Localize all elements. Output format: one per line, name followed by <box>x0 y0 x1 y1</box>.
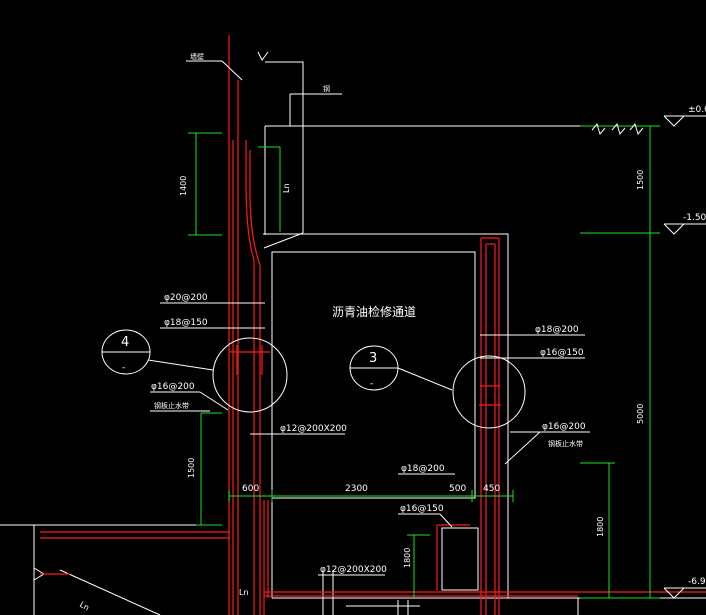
dim-2300: 2300 <box>345 484 368 494</box>
ln-bottom-left-label: Ln <box>78 600 91 613</box>
detail-callouts <box>101 329 526 429</box>
rebar-phi20-200: φ20@200 <box>164 293 208 303</box>
dim-1800-low: 1800 <box>403 548 412 568</box>
dim-1500-right: 1500 <box>636 170 645 190</box>
ln-vertical-label: Ln <box>282 183 291 193</box>
elevation-bottom: -6.9 <box>688 577 706 587</box>
wall-tag: 墙壁 <box>190 52 204 61</box>
rebar-phi12-200x200-bottom: φ12@200X200 <box>320 565 387 575</box>
rebar-phi18-150: φ18@150 <box>164 318 208 328</box>
dim-1400: 1400 <box>179 176 188 196</box>
dim-1500-left: 1500 <box>187 458 196 478</box>
rebar-phi16-200-right: φ16@200 <box>542 422 586 432</box>
dim-600: 600 <box>242 484 259 494</box>
dim-1800-right: 1800 <box>596 517 605 537</box>
leader-lines <box>150 60 590 576</box>
steel-plate-left: 钢板止水带 <box>154 401 189 410</box>
rebar-phi16-150-right: φ16@150 <box>540 348 584 358</box>
rebar-phi18-200-low: φ18@200 <box>401 464 445 474</box>
elevation-mid: -1.50 <box>683 213 706 223</box>
bar-tag: 钢 <box>323 84 330 93</box>
rebar-phi12-200x200-mid: φ12@200X200 <box>280 424 347 434</box>
detail-4-sub: - <box>122 363 125 373</box>
rebar-phi16-200-left: φ16@200 <box>151 382 195 392</box>
dimension-lines <box>188 125 660 599</box>
rebar-phi18-200-right: φ18@200 <box>535 325 579 335</box>
dim-450: 450 <box>483 484 500 494</box>
channel-title: 沥青油检修通道 <box>332 304 416 319</box>
ln-bottom-label: Ln <box>239 588 249 597</box>
detail-3-number: 3 <box>369 351 377 366</box>
detail-4-number: 4 <box>121 335 129 350</box>
elevation-markers <box>591 115 706 599</box>
steel-plate-right: 钢板止水带 <box>548 439 583 448</box>
dim-500: 500 <box>449 484 466 494</box>
detail-3-sub: - <box>370 379 373 389</box>
rebar-lines <box>40 35 706 615</box>
rebar-phi16-150-low: φ16@150 <box>400 504 444 514</box>
elevation-top: ±0.0 <box>688 105 706 115</box>
dim-5000: 5000 <box>636 404 645 424</box>
